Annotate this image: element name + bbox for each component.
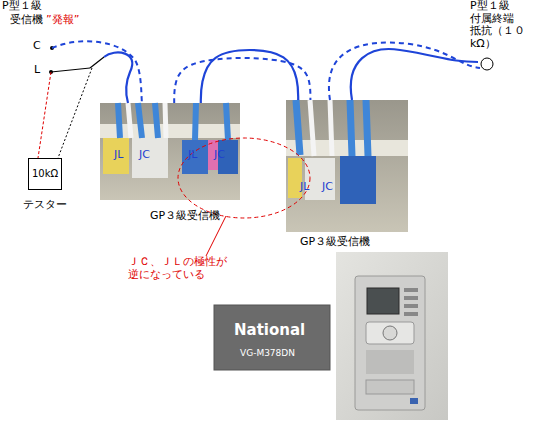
receiver-photo-frame: JLJCGP３級受信機 bbox=[286, 100, 408, 232]
terminal-photo bbox=[100, 103, 240, 200]
receiver-photo-frame: JLJCJLJCGP３級受信機 bbox=[100, 103, 240, 200]
terminal-label: JC bbox=[214, 149, 225, 162]
terminal-label: L bbox=[34, 64, 40, 77]
terminal-label: JL bbox=[300, 181, 309, 194]
terminal-label: JC bbox=[139, 149, 150, 162]
resistor-value: 10kΩ bbox=[32, 168, 58, 180]
alarm-note: ”発報” bbox=[46, 14, 79, 27]
wire bbox=[174, 58, 310, 103]
brand-name: National bbox=[234, 322, 305, 339]
model-number: VG-M378DN bbox=[240, 348, 295, 358]
terminal-photo bbox=[286, 100, 408, 232]
caption-label: テスター bbox=[23, 199, 67, 212]
nameplate-photo bbox=[214, 305, 330, 370]
callout bbox=[178, 138, 310, 256]
receiver-title: P型１級 bbox=[2, 0, 42, 13]
terminal-label: JC bbox=[322, 181, 333, 194]
terminal-label: C bbox=[33, 40, 41, 53]
receiver-title: 受信機 bbox=[10, 14, 43, 27]
polarity-note: ＪＣ、ＪＬの極性が 逆になっている bbox=[128, 256, 240, 281]
terminal-resistor-note: P型１級 付属終端 抵抗（１０ kΩ） bbox=[470, 0, 530, 51]
resistor-box: 10kΩテスター bbox=[28, 158, 62, 190]
caption-label: GP３級受信機 bbox=[300, 236, 370, 249]
terminal-label: JL bbox=[114, 149, 123, 162]
intercom-photo bbox=[336, 252, 448, 420]
caption-label: GP３級受信機 bbox=[150, 210, 220, 223]
terminal-label: JL bbox=[188, 149, 197, 162]
